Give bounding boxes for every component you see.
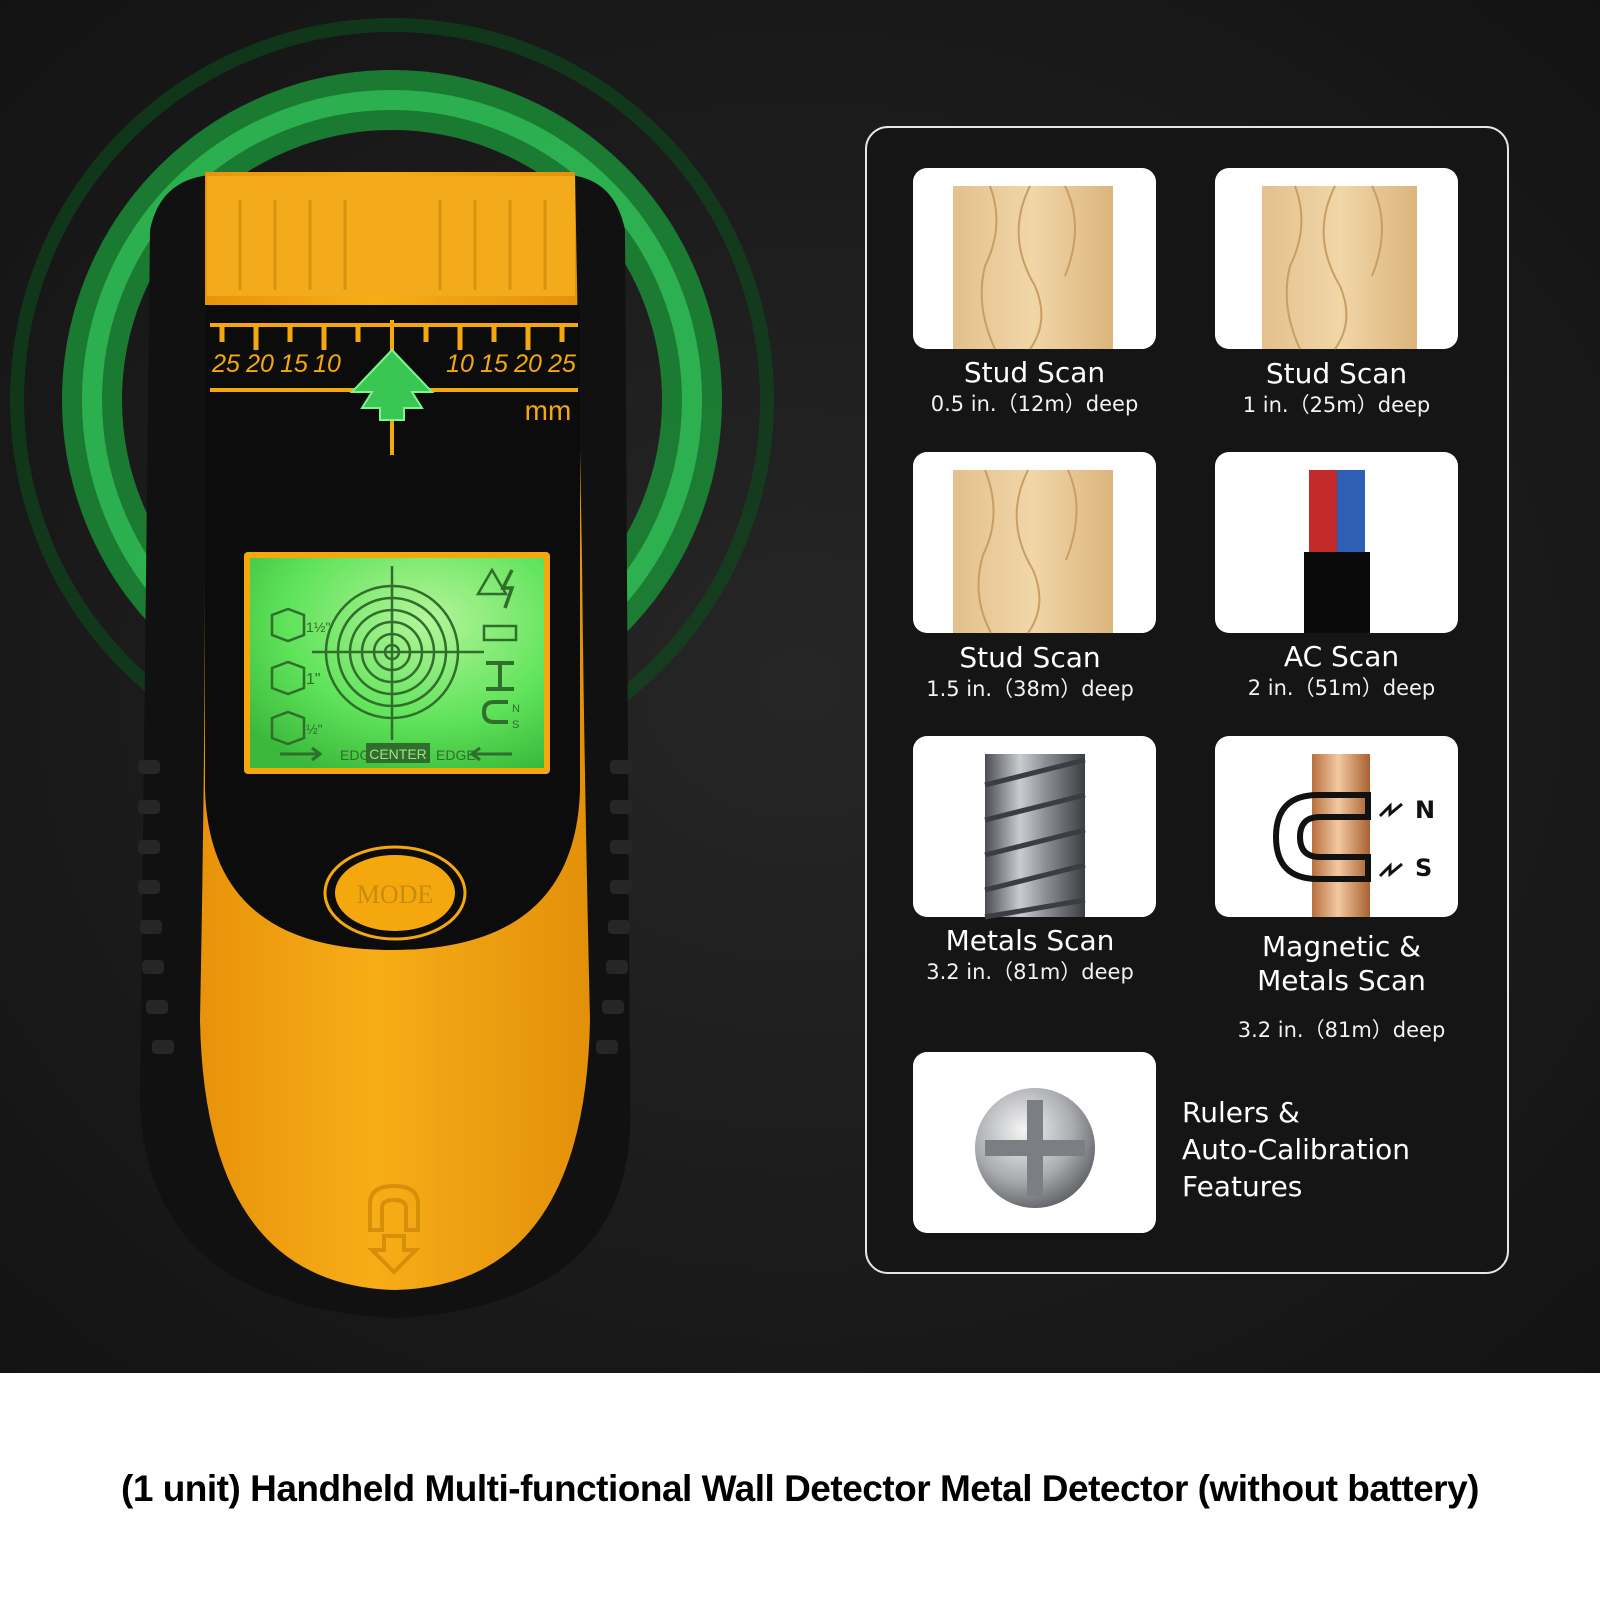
ruler-left-20: 20 xyxy=(245,350,274,378)
ruler-right-15: 15 xyxy=(480,350,508,378)
wood-depth-icon-1 xyxy=(270,607,306,643)
magnet-north-label: N xyxy=(1415,796,1435,824)
feature-tile-stud-scan-2 xyxy=(1215,168,1458,350)
feature-title: Stud Scan xyxy=(959,641,1101,674)
feature-label-4: AC Scan 2 in.（51m）deep xyxy=(1215,640,1468,702)
wood-depth-icon-2 xyxy=(270,660,306,696)
ac-voltage-icon xyxy=(500,569,515,609)
magnet-emboss-icon xyxy=(367,1183,421,1275)
spark-south-icon xyxy=(1378,862,1403,878)
lcd-depth-1: 1½" xyxy=(306,619,330,635)
feature-tile-rulers-calibration xyxy=(913,1052,1156,1233)
feature-title: Stud Scan xyxy=(963,356,1106,389)
feature-subtitle: 1 in.（25m）deep xyxy=(1242,393,1431,417)
ruler-left-15: 15 xyxy=(280,350,308,378)
wood-board-image xyxy=(1262,186,1417,349)
feature-label-1: Stud Scan 0.5 in.（12m）deep xyxy=(913,356,1156,418)
lcd-edge-right: EDGE xyxy=(436,747,476,763)
lcd-target-icon xyxy=(312,566,484,740)
features-panel xyxy=(865,126,1509,1274)
feature-line2: Auto-Calibration xyxy=(1182,1133,1410,1166)
spark-north-icon xyxy=(1378,802,1403,818)
lcd-north: N xyxy=(512,703,520,715)
ruler-left-25: 25 xyxy=(211,350,240,378)
arrow-right-icon xyxy=(280,746,323,762)
magnet-south-label: S xyxy=(1415,854,1432,882)
blue-wire-image xyxy=(1337,470,1365,555)
feature-label-6: Magnetic & Metals Scan 3.2 in.（81m）deep xyxy=(1215,930,1468,1044)
red-wire-image xyxy=(1309,470,1337,555)
black-cable-image xyxy=(1304,552,1370,633)
battery-icon xyxy=(482,624,518,642)
lcd-center: CENTER xyxy=(369,746,427,762)
mode-button-label: MODE xyxy=(357,880,434,909)
product-photo: 25 20 15 10 10 15 20 25 mm xyxy=(0,0,1600,1373)
feature-subtitle: 0.5 in.（12m）deep xyxy=(930,392,1139,416)
wood-board-image xyxy=(953,186,1113,349)
feature-title-line2: Metals Scan xyxy=(1257,964,1426,997)
copper-pipe-image xyxy=(1312,754,1370,917)
feature-tile-ac-scan xyxy=(1215,452,1458,633)
feature-subtitle: 3.2 in.（81m）deep xyxy=(926,960,1134,984)
feature-tile-magnetic-metals-scan: N S xyxy=(1215,736,1458,917)
ruler-right-10: 10 xyxy=(446,350,474,378)
ruler-unit: mm xyxy=(525,395,572,426)
product-caption: (1 unit) Handheld Multi-functional Wall … xyxy=(121,1468,1479,1509)
stud-finder-device: 25 20 15 10 10 15 20 25 mm xyxy=(138,172,632,1318)
feature-label-7: Rulers & Auto-Calibration Features xyxy=(1182,1094,1482,1205)
feature-tile-stud-scan-1 xyxy=(913,168,1156,350)
feature-tile-metals-scan xyxy=(913,736,1156,920)
warning-icon xyxy=(475,567,509,596)
feature-subtitle: 1.5 in.（38m）deep xyxy=(926,677,1134,701)
magnet-icon xyxy=(1272,792,1371,882)
feature-line1: Rulers & xyxy=(1182,1096,1300,1129)
feature-tile-stud-scan-3 xyxy=(913,452,1156,634)
feature-subtitle: 3.2 in.（81m）deep xyxy=(1237,1018,1446,1042)
ruler-right-20: 20 xyxy=(513,350,542,378)
lcd-depth-2: 1" xyxy=(306,671,321,688)
feature-title: AC Scan xyxy=(1283,640,1400,673)
mode-button[interactable] xyxy=(335,855,455,931)
feature-subtitle: 2 in.（51m）deep xyxy=(1247,676,1436,700)
feature-label-2: Stud Scan 1 in.（25m）deep xyxy=(1215,357,1458,419)
feature-title: Metals Scan xyxy=(945,924,1115,957)
ruler-left-10: 10 xyxy=(313,350,341,378)
feature-title: Stud Scan xyxy=(1265,357,1408,390)
wood-board-image xyxy=(953,470,1113,633)
arrow-left-icon xyxy=(469,746,512,762)
magnet-icon xyxy=(481,700,508,724)
wood-depth-icon-3 xyxy=(270,710,306,746)
feature-line3: Features xyxy=(1182,1170,1303,1203)
arrow-up-icon xyxy=(349,348,435,421)
ruler-right-25: 25 xyxy=(547,350,576,378)
feature-title-line1: Magnetic & xyxy=(1262,930,1421,963)
metal-beam-icon xyxy=(486,661,514,691)
lcd-south: S xyxy=(512,719,519,731)
lcd-depth-3: ½" xyxy=(306,721,323,737)
feature-label-3: Stud Scan 1.5 in.（38m）deep xyxy=(900,641,1160,703)
feature-label-5: Metals Scan 3.2 in.（81m）deep xyxy=(900,924,1160,986)
